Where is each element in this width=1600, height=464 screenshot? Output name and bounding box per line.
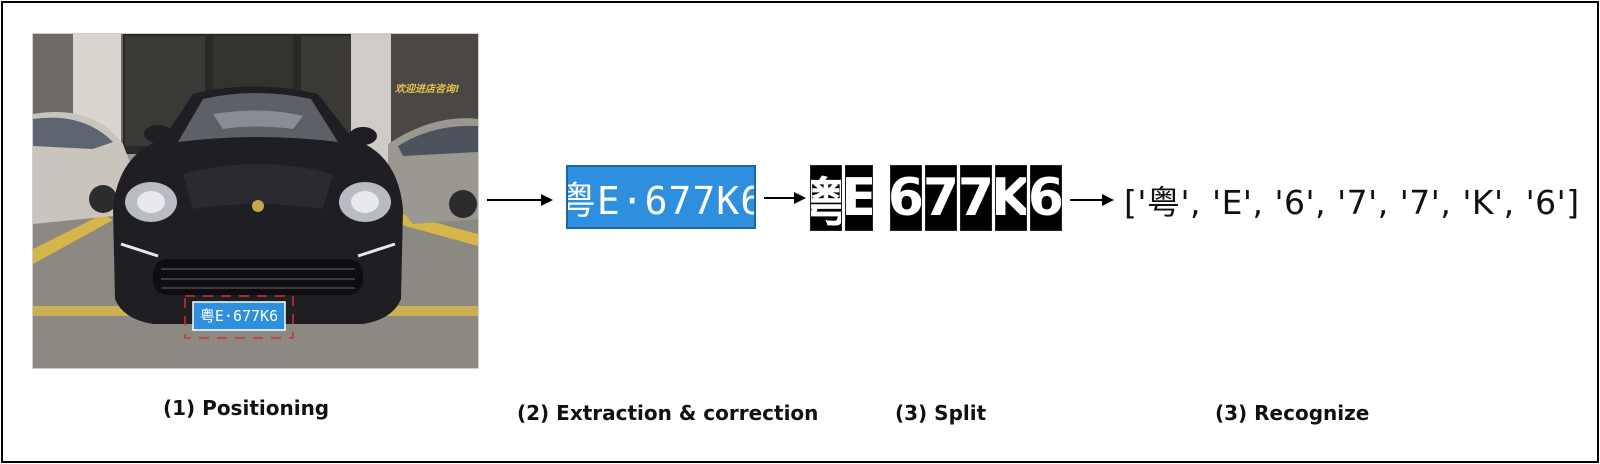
split-char-5: 7 — [960, 165, 992, 231]
caption-extraction: (2) Extraction & correction — [517, 401, 819, 425]
split-characters: 粤 E 6 7 7 K 6 — [810, 165, 1062, 231]
arrow-positioning-to-extraction — [487, 194, 553, 206]
extracted-plate: 粤E·677K6 — [566, 165, 756, 229]
split-char-3: 6 — [890, 165, 922, 231]
split-char-6: K — [995, 165, 1027, 231]
caption-positioning: (1) Positioning — [163, 396, 330, 420]
car-photo: 欢迎进店咨询! 粤E·677K6 — [32, 33, 479, 369]
photo-plate-text: 粤E·677K6 — [199, 307, 279, 325]
car-photo-illustration — [33, 34, 478, 368]
recognized-output: ['粤', 'E', '6', '7', '7', 'K', '6'] — [1124, 183, 1580, 222]
split-char-4: 7 — [925, 165, 957, 231]
split-char-1: 粤 — [810, 165, 842, 231]
split-char-7: 6 — [1030, 165, 1062, 231]
caption-recognize: (3) Recognize — [1215, 401, 1370, 425]
arrow-split-to-recognize — [1070, 194, 1114, 206]
arrow-extraction-to-split — [764, 192, 806, 204]
split-char-2: E — [845, 165, 873, 231]
storefront-sign: 欢迎进店咨询! — [395, 84, 460, 95]
caption-split: (3) Split — [895, 401, 987, 425]
